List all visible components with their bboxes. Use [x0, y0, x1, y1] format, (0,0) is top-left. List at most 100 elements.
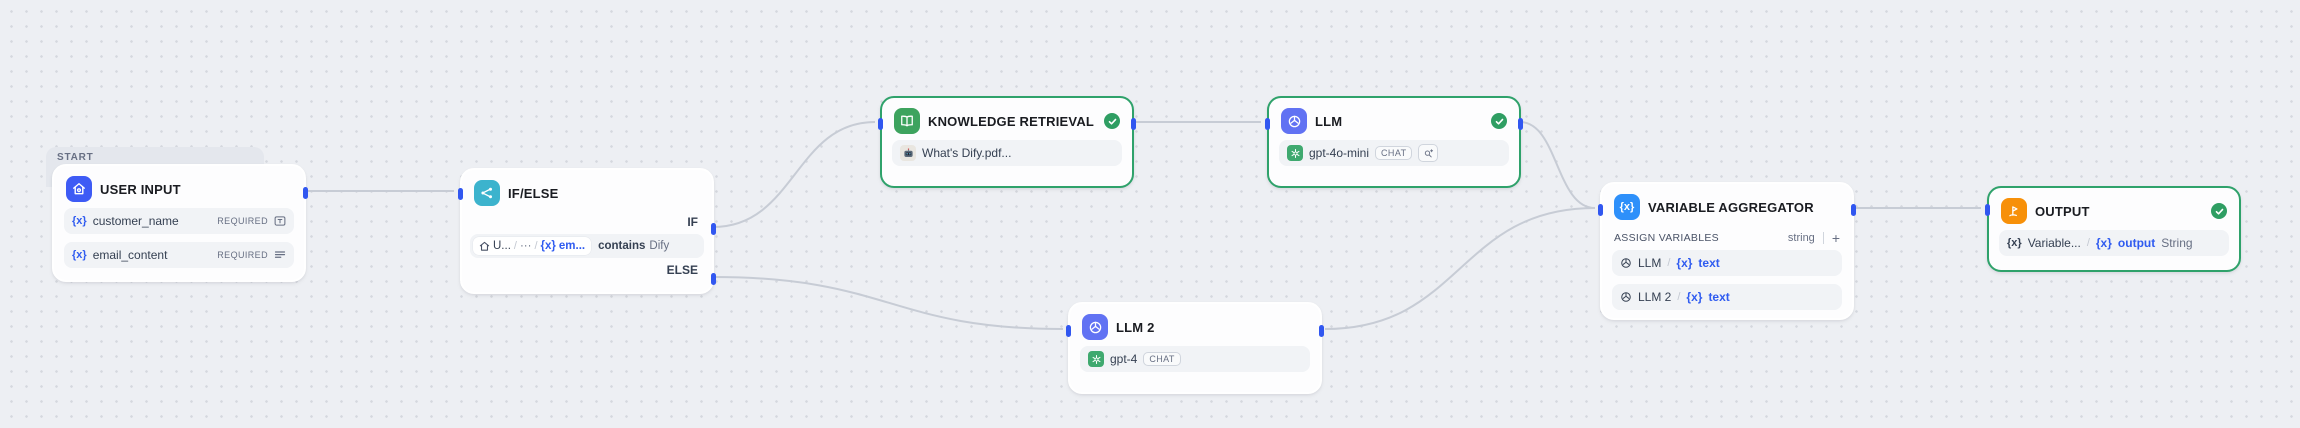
branch-else-label: ELSE: [666, 263, 698, 277]
llm-icon: [1281, 108, 1307, 134]
branch-split-icon: [474, 180, 500, 206]
node-variable-aggregator[interactable]: {x} VARIABLE AGGREGATOR ASSIGN VARIABLES…: [1598, 182, 1856, 320]
if-source-handle[interactable]: [711, 223, 716, 235]
variable-token: {x}: [72, 215, 87, 227]
target-handle[interactable]: [1985, 204, 1990, 216]
source-handle[interactable]: [1319, 325, 1324, 337]
input-variable-row[interactable]: {x} customer_name REQUIRED: [64, 208, 294, 234]
path-ellipsis: ···: [519, 240, 532, 252]
book-open-icon: [894, 108, 920, 134]
llm-icon: [1620, 291, 1632, 303]
knowledge-document-row[interactable]: What's Dify.pdf...: [892, 140, 1122, 166]
variable-token: {x}: [1686, 290, 1703, 304]
output-type-selector[interactable]: string: [1787, 232, 1815, 244]
node-header: IF/ELSE: [462, 170, 712, 212]
node-title: OUTPUT: [2035, 203, 2090, 219]
llm-icon: [1082, 314, 1108, 340]
required-badge: REQUIRED: [217, 250, 268, 260]
source-handle[interactable]: [1851, 204, 1856, 216]
home-icon: [66, 176, 92, 202]
node-header: KNOWLEDGE RETRIEVAL: [882, 98, 1132, 140]
condition-source-node: U...: [493, 240, 511, 252]
openai-icon: [1088, 351, 1104, 367]
node-user-input[interactable]: USER INPUT {x} customer_name REQUIRED {x…: [52, 164, 308, 282]
input-variable-row[interactable]: {x} email_content REQUIRED: [64, 242, 294, 268]
target-handle[interactable]: [458, 188, 463, 200]
node-title: KNOWLEDGE RETRIEVAL: [928, 113, 1095, 129]
aggregator-token: {x}: [2007, 237, 2022, 249]
success-check-icon: [2211, 203, 2227, 219]
condition-operator: contains: [598, 240, 646, 252]
document-name: What's Dify.pdf...: [922, 146, 1012, 160]
condition-value: Dify: [649, 240, 670, 252]
source-handle[interactable]: [1131, 118, 1136, 130]
variable-type: String: [2161, 236, 2193, 250]
edge-llm-aggregator[interactable]: [1519, 121, 1596, 209]
short-text-input-icon: [274, 215, 286, 227]
output-variable-row[interactable]: {x} Variable... / {x} output String: [1999, 230, 2229, 256]
home-icon: [479, 241, 490, 252]
node-output[interactable]: OUTPUT {x} Variable... / {x} output Stri…: [1985, 186, 2241, 272]
variable-name: output: [2117, 236, 2156, 250]
condition-variable: em...: [558, 240, 586, 252]
node-title: LLM: [1315, 113, 1343, 129]
variable-name: text: [1698, 256, 1720, 270]
path-separator: /: [513, 240, 517, 252]
variable-x-icon: {x}: [1614, 194, 1640, 220]
variable-token: {x}: [2095, 236, 2112, 250]
path-separator: /: [1677, 291, 1681, 303]
source-handle[interactable]: [1518, 118, 1523, 130]
vision-icon: [1418, 144, 1439, 162]
variable-name: customer_name: [92, 214, 179, 228]
node-llm-2[interactable]: LLM 2 gpt-4 CHAT: [1066, 302, 1324, 394]
source-node-name: LLM: [1638, 256, 1662, 270]
target-handle[interactable]: [1265, 118, 1270, 130]
node-title: VARIABLE AGGREGATOR: [1648, 199, 1814, 215]
add-variable-button[interactable]: +: [1831, 230, 1840, 246]
node-header: USER INPUT: [54, 166, 304, 208]
target-handle[interactable]: [1598, 204, 1603, 216]
target-handle[interactable]: [1066, 325, 1071, 337]
variable-name: email_content: [92, 248, 168, 262]
path-separator: /: [2086, 237, 2090, 249]
node-knowledge-retrieval[interactable]: KNOWLEDGE RETRIEVAL What's Dify.pdf...: [878, 96, 1136, 188]
source-handle[interactable]: [303, 187, 308, 199]
node-header: OUTPUT: [1989, 188, 2239, 230]
aggregated-variable-row[interactable]: LLM / {x} text: [1612, 250, 1842, 276]
edge-if-knowledge[interactable]: [712, 121, 876, 228]
edge-else-llm2[interactable]: [712, 276, 1064, 330]
robot-icon: [900, 145, 916, 161]
node-title: IF/ELSE: [508, 185, 559, 201]
path-separator: /: [1667, 257, 1671, 269]
openai-icon: [1287, 145, 1303, 161]
section-label: ASSIGN VARIABLES: [1614, 232, 1719, 244]
variable-token: {x}: [540, 240, 556, 252]
variable-x-glyph: {x}: [1619, 201, 1635, 213]
variable-token: {x}: [72, 249, 87, 261]
node-title: USER INPUT: [100, 181, 181, 197]
edge-llm2-aggregator[interactable]: [1324, 207, 1596, 330]
target-handle[interactable]: [878, 118, 883, 130]
node-header: LLM 2: [1070, 304, 1320, 346]
aggregated-variable-row[interactable]: LLM 2 / {x} text: [1612, 284, 1842, 310]
source-node-name: Variable...: [2027, 236, 2081, 250]
model-row[interactable]: gpt-4o-mini CHAT: [1279, 140, 1509, 166]
variable-token: {x}: [1676, 256, 1693, 270]
variable-name: text: [1708, 290, 1730, 304]
paragraph-icon: [274, 249, 286, 261]
else-source-handle[interactable]: [711, 273, 716, 285]
model-name: gpt-4: [1110, 352, 1138, 366]
success-check-icon: [1104, 113, 1120, 129]
condition-row[interactable]: U... / ··· / {x} em... contains Dify: [470, 234, 704, 258]
divider: [1822, 232, 1824, 244]
required-badge: REQUIRED: [217, 216, 268, 226]
node-header: {x} VARIABLE AGGREGATOR: [1602, 184, 1852, 226]
node-llm[interactable]: LLM gpt-4o-mini CHAT: [1265, 96, 1523, 188]
llm-icon: [1620, 257, 1632, 269]
assign-variables-header: ASSIGN VARIABLES string +: [1614, 230, 1840, 246]
model-row[interactable]: gpt-4 CHAT: [1080, 346, 1310, 372]
node-if-else[interactable]: IF/ELSE IF U... / ··· / {x} em... contai…: [458, 168, 716, 294]
condition-variable-pill: U... / ··· / {x} em...: [473, 237, 592, 255]
